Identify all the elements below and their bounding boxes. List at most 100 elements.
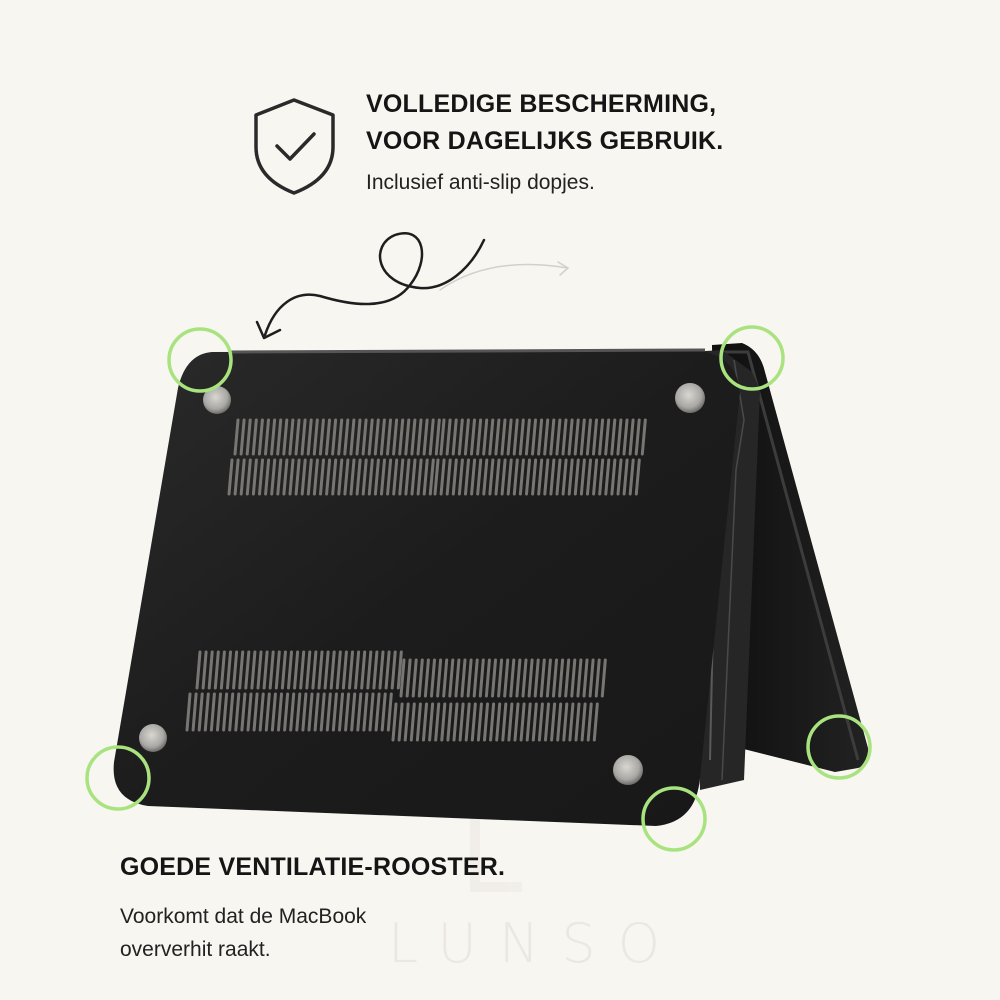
vent-slot [270, 418, 277, 456]
vent-slot [500, 418, 507, 456]
vent-slot [634, 418, 641, 456]
vent-slot [207, 650, 214, 690]
vent-slot [280, 650, 287, 690]
vent-slot [579, 418, 586, 456]
vent-slot [457, 458, 464, 496]
vent-slot [338, 692, 344, 732]
vent-slot [442, 658, 449, 698]
vent-slot [331, 692, 338, 732]
vent-slot [386, 692, 393, 732]
vent-slot [472, 658, 479, 698]
vent-slot [258, 458, 264, 496]
highlight-ring [719, 325, 785, 391]
vent-slot [470, 458, 477, 496]
vent-slot [258, 692, 265, 732]
vent-slot [464, 458, 470, 496]
vent-slot [399, 658, 406, 698]
vent-slot [380, 692, 387, 732]
vent-slot [227, 458, 234, 496]
vent-slot [525, 702, 532, 742]
vent-slot [594, 658, 601, 698]
vent-slot [264, 418, 270, 456]
vent-slot [527, 658, 534, 698]
vent-slot [561, 458, 568, 496]
ventilation-title: GOEDE VENTILATIE-ROOSTER. [120, 853, 506, 881]
vent-slot [503, 658, 510, 698]
vent-slot [598, 458, 605, 496]
vent-slot [306, 458, 313, 496]
curly-arrow-icon [255, 232, 486, 340]
vent-slot [404, 458, 411, 496]
vent-slot [570, 658, 577, 698]
vent-slot [373, 418, 380, 456]
vent-slot [428, 418, 435, 456]
vent-slot [476, 458, 483, 496]
vent-slot [428, 702, 435, 742]
vent-slot [360, 650, 367, 690]
vent-slot [488, 418, 495, 456]
vent-slot [533, 658, 540, 698]
vent-slot [288, 418, 295, 456]
vent-slot [634, 458, 641, 496]
vent-slot [274, 650, 281, 690]
vent-slot [251, 458, 258, 496]
vent-slot [610, 418, 617, 456]
vent-slot [300, 458, 307, 496]
vent-slot [331, 418, 338, 456]
vent-slot [251, 418, 258, 456]
vent-slot [464, 702, 471, 742]
vent-slot [628, 418, 635, 456]
vent-slot [434, 418, 441, 456]
vent-slot [604, 418, 611, 456]
vent-slot [390, 650, 397, 690]
vent-slot [513, 702, 520, 742]
protection-headline: VOLLEDIGE BESCHERMING, VOOR DAGELIJKS GE… [366, 86, 723, 160]
highlight-ring [806, 714, 872, 780]
vent-slot [299, 650, 306, 690]
vent-slot [397, 702, 404, 742]
vent-slot [604, 458, 611, 496]
vent-slot [460, 658, 467, 698]
vent-slot [398, 458, 405, 496]
vent-slot [454, 658, 461, 698]
vent-slot [295, 692, 302, 732]
vent-slot [439, 458, 446, 496]
vent-slot [325, 458, 332, 496]
faint-arrow-icon [439, 261, 570, 291]
vent-slot [356, 692, 363, 732]
vent-slot [257, 418, 264, 456]
vent-slot [622, 458, 629, 496]
highlight-ring [167, 327, 233, 393]
vent-slot [556, 702, 563, 742]
vent-slot [457, 418, 464, 456]
vent-slot [422, 418, 429, 456]
vent-slot [384, 650, 391, 690]
vent-slot [354, 650, 361, 690]
vent-slot [398, 418, 405, 456]
vent-slot [294, 458, 301, 496]
vent-slot [313, 692, 320, 732]
vent-slot [506, 418, 513, 456]
vent-slot [323, 650, 330, 690]
vent-slot [417, 658, 424, 698]
ventilation-grilles [185, 418, 647, 742]
vent-slot [239, 458, 246, 496]
foot-top-left [203, 386, 231, 414]
vent-slot [366, 650, 373, 690]
vent-slot [233, 418, 240, 456]
vent-slot [497, 658, 504, 698]
vent-slot [568, 702, 575, 742]
vent-slot [282, 458, 289, 496]
vent-slot [549, 458, 556, 496]
vent-slot [512, 458, 519, 496]
vent-slot [622, 418, 629, 456]
vent-slot [213, 650, 220, 690]
vent-slot [592, 702, 599, 742]
vent-slot [488, 458, 495, 496]
vent-slot [276, 458, 283, 496]
vent-slot [537, 458, 544, 496]
vent-slot [423, 658, 430, 698]
highlight-rings [85, 325, 872, 852]
vent-slot [446, 702, 453, 742]
